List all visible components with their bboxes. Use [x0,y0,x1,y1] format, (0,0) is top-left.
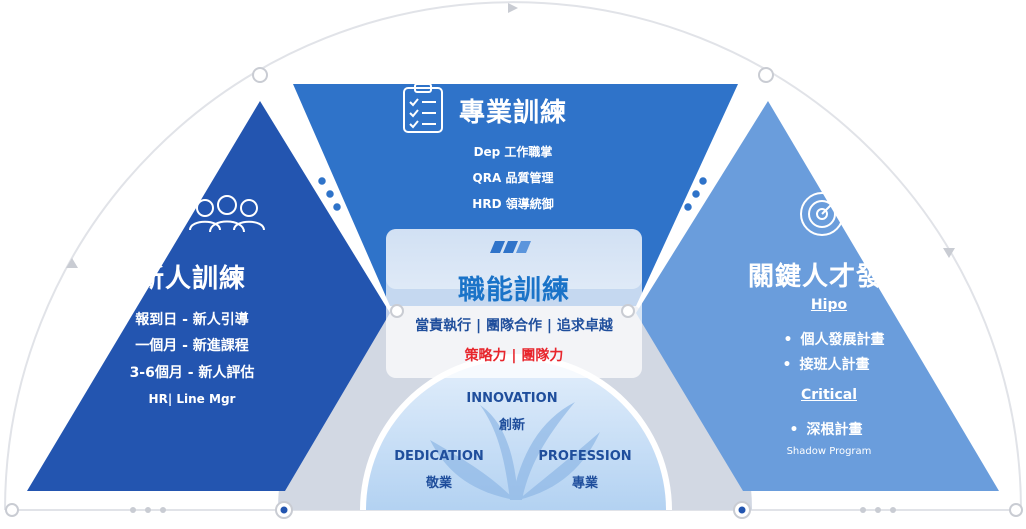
core-card-top [386,229,642,289]
talent-critical-label: Critical [800,387,858,403]
talent-hipo-label: Hipo [810,297,848,313]
checklist-icon [403,83,443,133]
talent-hipo-item-2: 接班人計畫 [783,354,869,374]
professional-title: 專業訓練 [458,98,568,128]
onboarding-line-3: 3-6個月 - 新人評估 [129,365,255,381]
onboarding-line-1: 報到日 - 新人引導 [135,312,249,328]
value-dedication-zh: 敬業 [425,476,453,491]
value-dedication-en: DEDICATION [394,449,484,464]
sector-talent [636,101,999,491]
orbit-arrow-top [508,3,518,13]
orbit-node-centers [280,506,746,514]
target-icon [800,187,849,236]
logo-stripes-icon [490,241,531,253]
orbit-nodes [5,67,1023,519]
connector-dots [318,177,707,211]
talent-title: 關鍵人才發展 [747,262,911,292]
professional-line-3: HRD 領導統御 [472,197,554,211]
value-profession-zh: 專業 [571,476,599,491]
orbit-arrow-right [943,248,955,258]
value-innovation-zh: 創新 [498,418,526,433]
onboarding-title: 新人訓練 [137,264,247,294]
baseline-dots [130,507,896,513]
people-icon [189,195,265,233]
professional-line-2: QRA 品質管理 [472,171,554,185]
talent-hipo-item-1: 個人發展計畫 [784,329,884,349]
talent-critical-note: Shadow Program [786,446,872,457]
core-dome [366,360,666,510]
onboarding-footer: HR| Line Mgr [148,392,236,406]
professional-line-1: Dep 工作職掌 [473,145,553,159]
onboarding-line-2: 一個月 - 新進課程 [135,338,249,354]
core-strengths-line: 策略力 | 團隊力 [464,348,564,364]
talent-critical-item-1: 深根計畫 [790,419,862,439]
plant-illustration [430,402,600,500]
orbit-arrow-left [66,258,78,268]
core-title: 職能訓練 [458,275,570,306]
value-innovation-en: INNOVATION [466,391,558,406]
sector-onboarding [27,101,390,491]
value-profession-en: PROFESSION [538,449,632,464]
core-values-line: 當責執行 | 團隊合作 | 追求卓越 [415,318,613,334]
